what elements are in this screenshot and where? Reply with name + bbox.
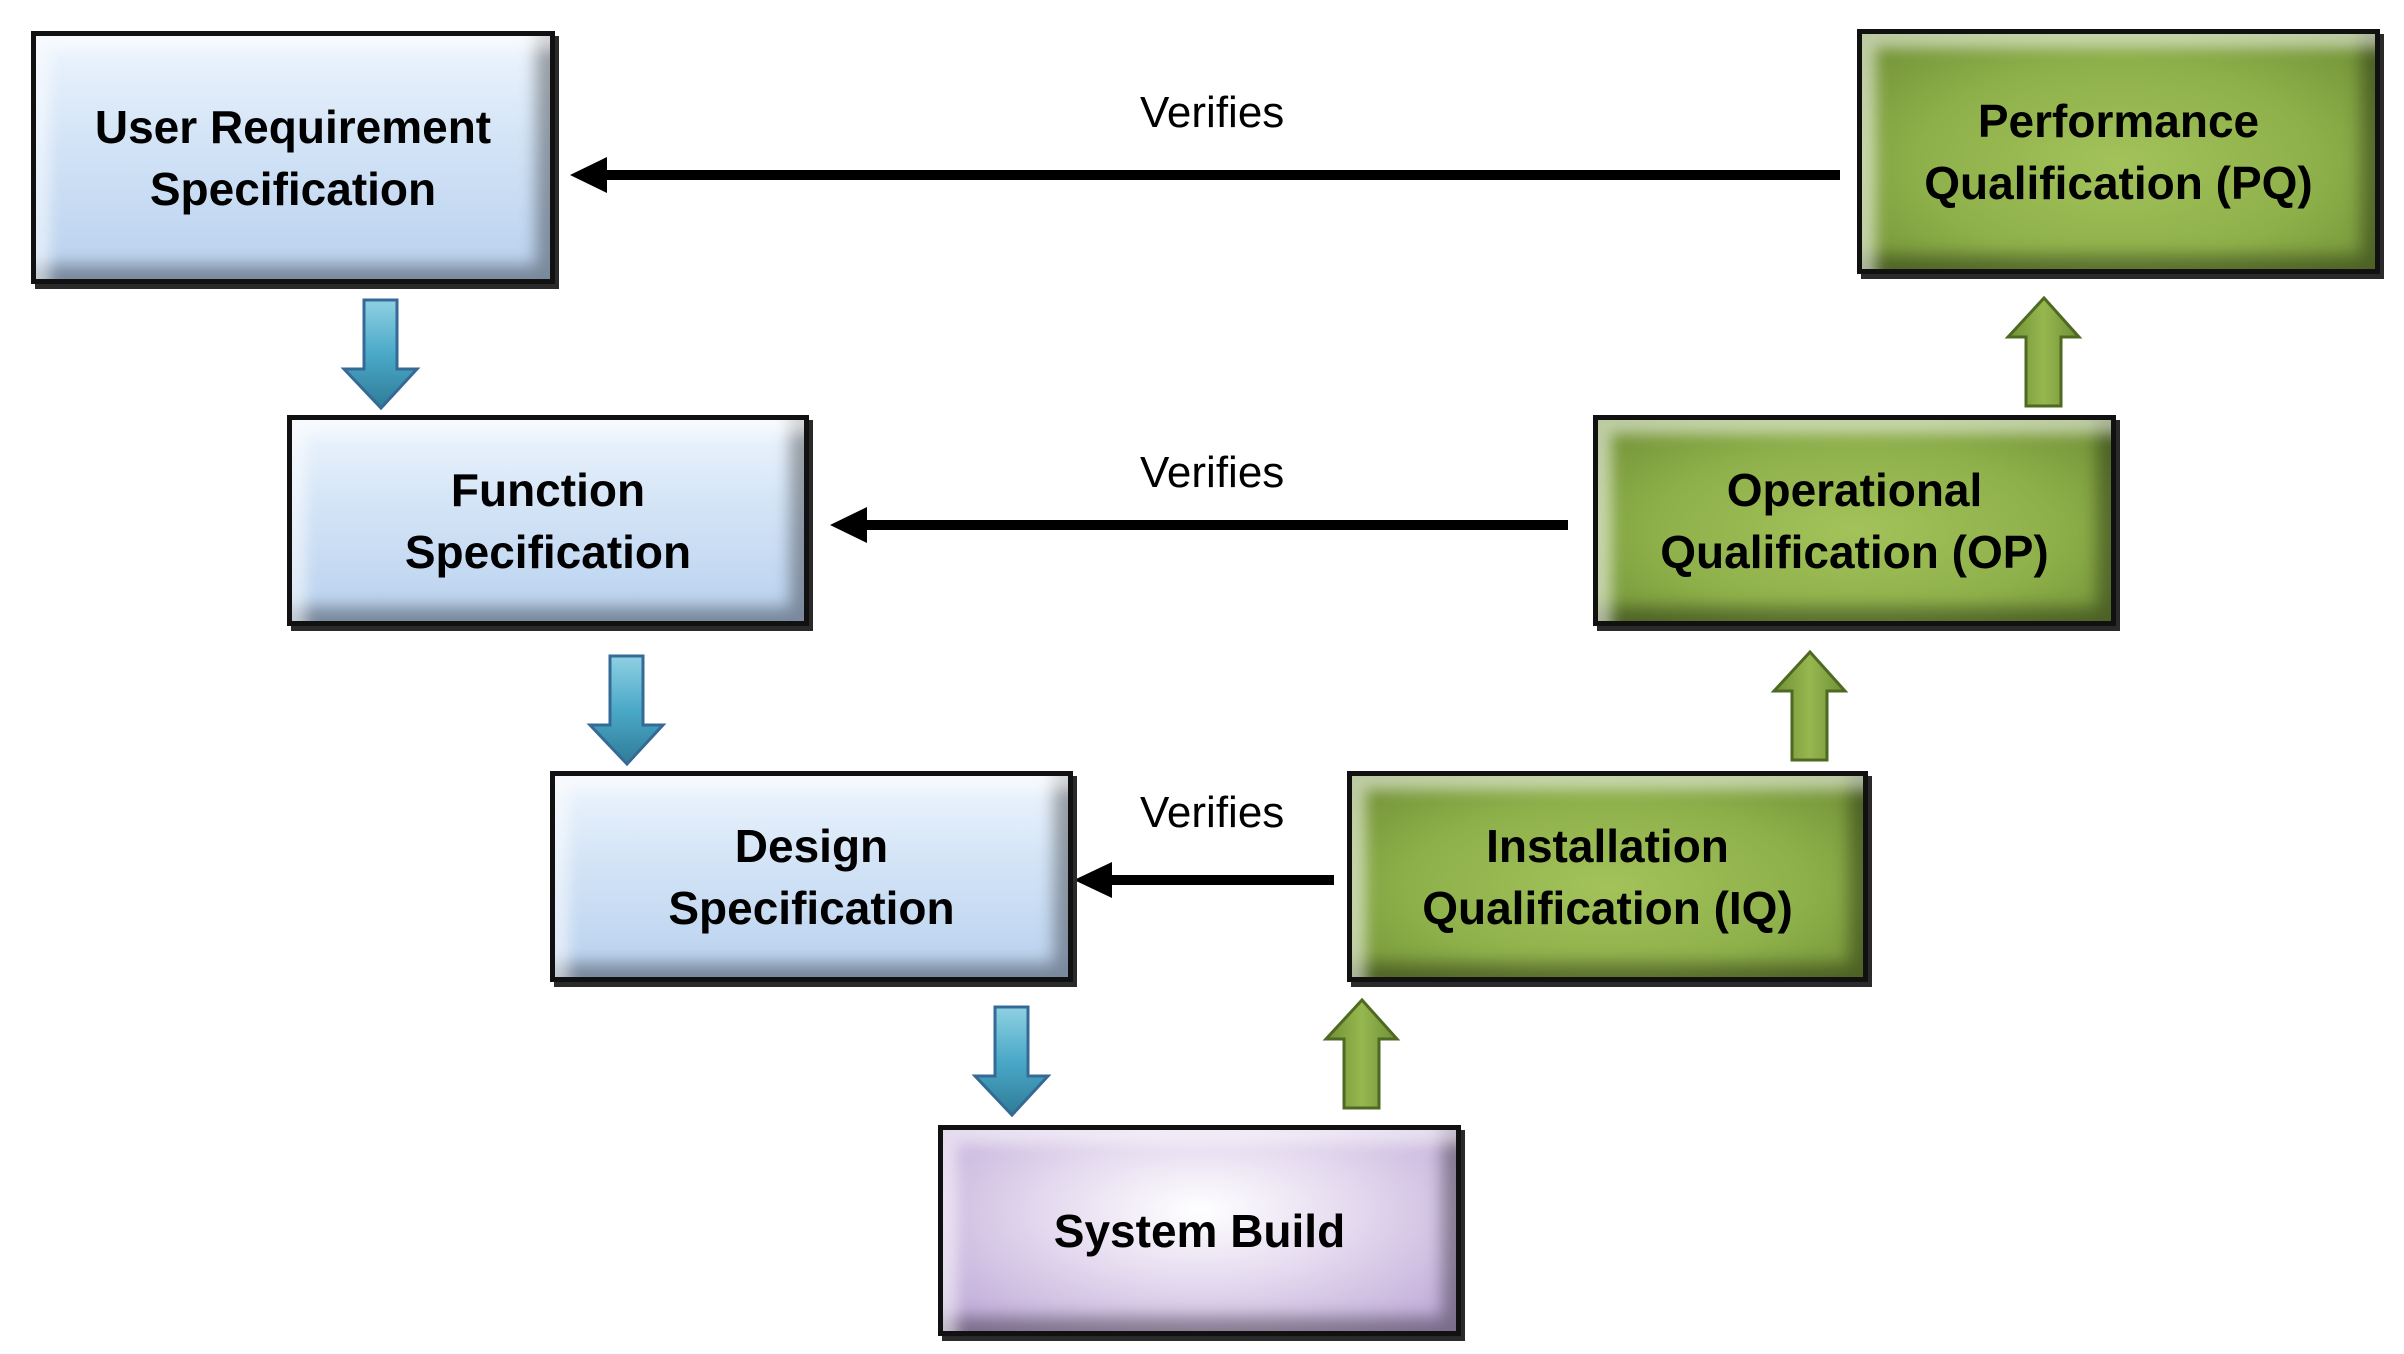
design-specification-box: Design Specification [550,771,1073,982]
down-arrow-fs-ds [586,654,667,767]
verifies-arrow-oq-fs [830,507,1568,543]
operational-qualification-box: Operational Qualification (OP) [1593,415,2116,626]
box-label: Function Specification [404,463,692,578]
box-label: System Build [1053,1204,1346,1257]
verifies-arrow-pq-urs [570,157,1840,193]
down-arrow-urs-fs [340,298,421,411]
system-build-box: System Build [938,1125,1461,1336]
up-arrow-oq-pq [2004,295,2083,408]
down-arrow-ds-sb [971,1005,1052,1118]
box-label: User Requirement Specification [94,100,492,215]
verifies-arrow-iq-ds [1074,862,1334,898]
function-specification-box: Function Specification [287,415,809,626]
verifies-label-iq-ds: Verifies [1140,788,1285,837]
up-arrow-iq-oq [1770,649,1849,762]
box-label: Operational Qualification (OP) [1660,463,2049,578]
box-label: Design Specification [668,819,955,934]
verifies-label-oq-fs: Verifies [1140,448,1285,497]
user-requirement-specification-box: User Requirement Specification [31,31,555,284]
installation-qualification-box: Installation Qualification (IQ) [1347,771,1868,982]
performance-qualification-box: Performance Qualification (PQ) [1857,29,2380,274]
up-arrow-sb-iq [1322,997,1401,1110]
box-label: Installation Qualification (IQ) [1422,819,1793,934]
box-label: Performance Qualification (PQ) [1924,94,2313,209]
verifies-label-pq-urs: Verifies [1140,88,1285,137]
